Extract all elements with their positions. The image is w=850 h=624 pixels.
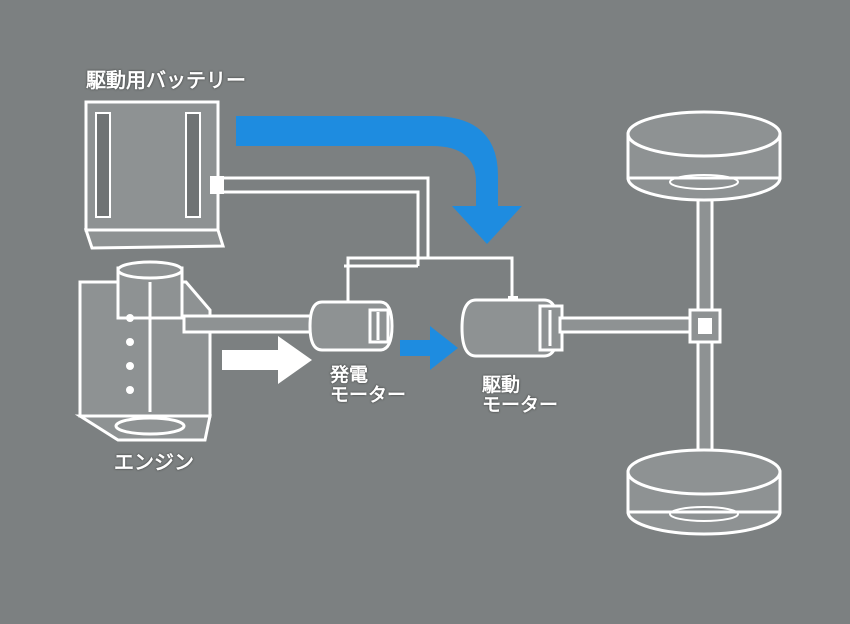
drive-motor-label: 駆動 モーター — [482, 374, 559, 416]
axle — [688, 182, 722, 476]
front-wheel — [626, 110, 782, 202]
drive-motor — [460, 298, 564, 358]
rear-wheel — [626, 448, 782, 536]
engine — [74, 260, 212, 442]
generator-motor — [308, 300, 394, 352]
drive-motor-label-line2: モーター — [482, 393, 559, 416]
drive-motor-label-line1: 駆動 — [482, 374, 521, 396]
drive-shaft — [558, 316, 696, 334]
battery — [83, 100, 226, 250]
generator-label-line1: 発電 — [330, 364, 369, 386]
generator-label-line2: モーター — [330, 383, 407, 406]
engine-to-generator-arrow — [222, 336, 312, 384]
battery-wiring — [210, 176, 518, 308]
engine-shaft — [182, 314, 320, 334]
generator-to-drive-arrow — [400, 326, 458, 370]
battery-label: 駆動用バッテリー — [86, 68, 246, 92]
engine-label: エンジン — [114, 450, 194, 474]
generator-motor-label: 発電 モーター — [330, 364, 407, 406]
battery-to-drive-arrow — [236, 116, 522, 244]
